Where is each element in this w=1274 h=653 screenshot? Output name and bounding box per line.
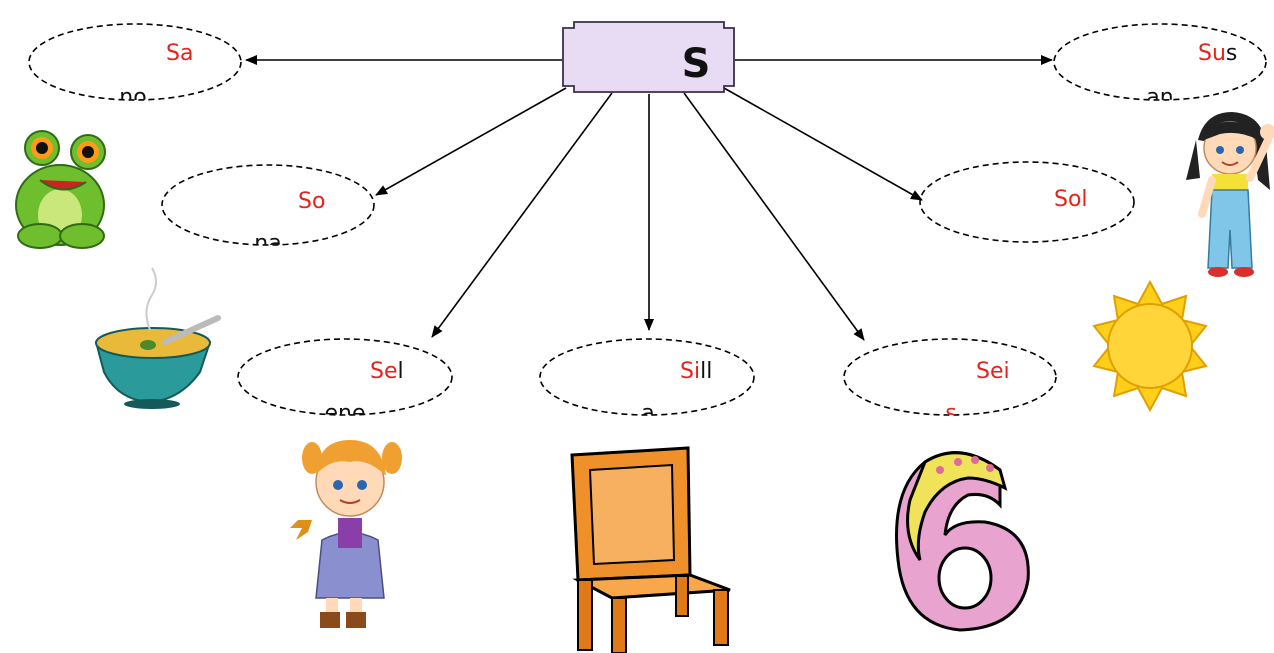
node-sei-under: s bbox=[945, 401, 956, 426]
node-sus-under: an bbox=[1146, 85, 1173, 110]
node-sel-under: ene bbox=[324, 401, 365, 426]
node-sill-under: a bbox=[641, 401, 654, 426]
svg-text:Sill: Sill bbox=[680, 359, 712, 384]
node-sill: Sill a bbox=[539, 338, 755, 426]
node-sa-red: Sa bbox=[166, 41, 193, 66]
node-sa: Sa no bbox=[28, 23, 242, 110]
node-sol: Sol bbox=[919, 161, 1135, 243]
node-sel: Sel ene bbox=[237, 338, 453, 426]
arrow-to-sei bbox=[683, 92, 865, 341]
soup-bowl-icon bbox=[94, 267, 221, 409]
svg-text:Sel: Sel bbox=[370, 359, 404, 384]
node-sa-under: no bbox=[119, 85, 146, 110]
node-sei-red: Sei bbox=[976, 359, 1010, 384]
node-sel-red: Se bbox=[370, 359, 398, 384]
node-sei: Sei s bbox=[843, 338, 1057, 426]
frog-icon bbox=[15, 130, 106, 249]
arrow-to-sel bbox=[431, 92, 613, 338]
node-sus: Sus an bbox=[1053, 23, 1267, 110]
arrow-to-so bbox=[375, 87, 567, 196]
svg-text:Sus: Sus bbox=[1198, 41, 1237, 66]
arrow-to-sol bbox=[723, 87, 923, 201]
chair-icon bbox=[570, 446, 731, 653]
node-sol-red: Sol bbox=[1054, 187, 1088, 212]
node-sill-red: Si bbox=[680, 359, 700, 384]
svg-text:Sei: Sei bbox=[976, 359, 1010, 384]
node-sus-red: Su bbox=[1198, 41, 1226, 66]
number-six-icon bbox=[895, 451, 1030, 632]
center-box bbox=[562, 21, 735, 93]
center-node: S bbox=[562, 21, 735, 93]
svg-text:Sol: Sol bbox=[1054, 187, 1088, 212]
girl-waving-icon bbox=[1186, 112, 1274, 277]
node-sel-black: l bbox=[398, 359, 404, 384]
sun-icon bbox=[1092, 279, 1208, 413]
node-so-red: So bbox=[298, 189, 325, 214]
svg-text:Sa: Sa bbox=[166, 41, 193, 66]
arrows bbox=[245, 55, 1053, 341]
node-sill-black: ll bbox=[700, 359, 712, 384]
center-letter: S bbox=[682, 41, 711, 87]
girl-with-leaf-icon bbox=[290, 440, 402, 628]
node-so: So na bbox=[161, 164, 375, 256]
node-so-under: na bbox=[254, 231, 281, 256]
svg-text:So: So bbox=[298, 189, 325, 214]
node-sus-black: s bbox=[1226, 41, 1237, 66]
